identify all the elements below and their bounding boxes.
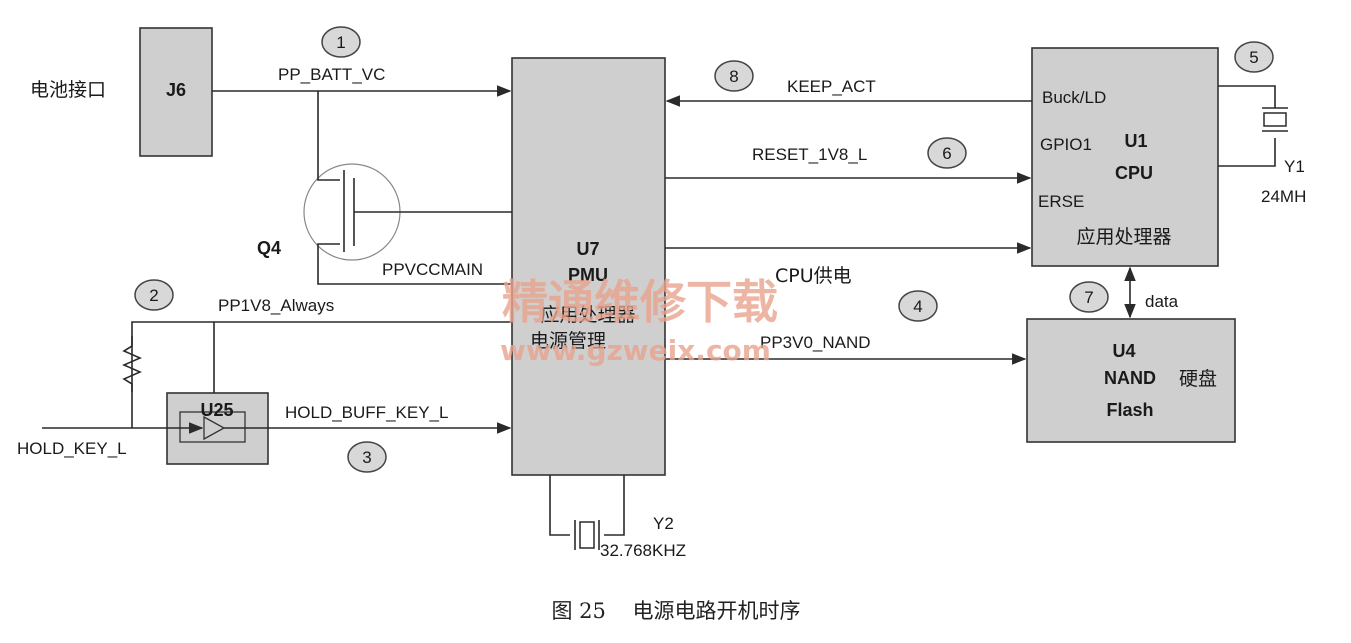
cpu-name: U1 bbox=[1124, 131, 1147, 151]
battery-port-label: 电池接口 bbox=[30, 79, 106, 101]
cpu-pin-gpio: GPIO1 bbox=[1040, 135, 1092, 154]
y2-wire-left bbox=[549, 475, 570, 536]
step-1-circle bbox=[321, 26, 361, 58]
data-label: data bbox=[1145, 292, 1179, 311]
pmu-subname: PMU bbox=[568, 265, 608, 285]
cpu-pin-buck: Buck/LD bbox=[1042, 88, 1106, 107]
step-7-circle bbox=[1069, 281, 1109, 313]
y1-crystal-body bbox=[1263, 112, 1287, 127]
y1-freq: 24MH bbox=[1261, 187, 1306, 206]
y1-wire-bottom bbox=[1218, 138, 1276, 167]
step-8-circle bbox=[714, 60, 754, 92]
step-6-circle bbox=[927, 137, 967, 169]
j6-block bbox=[139, 27, 213, 157]
cpu-subname: CPU bbox=[1115, 163, 1153, 183]
step-8-number: 8 bbox=[729, 67, 738, 86]
figure-caption: 图 25 电源电路开机时序 bbox=[551, 599, 800, 623]
hold-key-label: HOLD_KEY_L bbox=[17, 439, 127, 458]
pmu-block bbox=[511, 57, 666, 476]
pp3v0-label: PP3V0_NAND bbox=[760, 333, 871, 352]
pp-batt-label: PP_BATT_VC bbox=[278, 65, 385, 84]
reset-label: RESET_1V8_L bbox=[752, 145, 867, 164]
y2-wire-right bbox=[604, 475, 625, 536]
hold-buff-label: HOLD_BUFF_KEY_L bbox=[285, 403, 448, 422]
y2-label: Y2 bbox=[653, 514, 674, 533]
pmu-desc-2: 电源管理 bbox=[530, 330, 606, 352]
step-4-number: 4 bbox=[913, 297, 922, 316]
nand-subname-2: Flash bbox=[1106, 400, 1153, 420]
ppvccmain-label: PPVCCMAIN bbox=[382, 260, 483, 279]
pp1v8-label: PP1V8_Always bbox=[218, 296, 334, 315]
step-5-number: 5 bbox=[1249, 48, 1258, 67]
nand-subname: NAND bbox=[1104, 368, 1156, 388]
step-4-circle bbox=[898, 290, 938, 322]
cpu-block bbox=[1031, 47, 1219, 267]
y1-wire-top bbox=[1218, 85, 1276, 108]
nand-desc: 硬盘 bbox=[1179, 368, 1217, 390]
step-2-circle bbox=[134, 279, 174, 311]
y2-crystal-body bbox=[579, 521, 595, 549]
step-3-number: 3 bbox=[362, 448, 371, 467]
cpu-desc: 应用处理器 bbox=[1076, 226, 1171, 248]
cpu-power-label: CPU供电 bbox=[775, 265, 852, 287]
pull-up-resistor bbox=[122, 336, 142, 392]
watermark-text: 精通维修下载 bbox=[502, 275, 778, 329]
q4-source-wire bbox=[317, 91, 340, 181]
u25-label: U25 bbox=[200, 400, 233, 420]
y2-freq: 32.768KHZ bbox=[600, 541, 686, 560]
watermark-url: www.gzweix.com bbox=[500, 334, 771, 367]
cpu-pin-erse: ERSE bbox=[1038, 192, 1084, 211]
pp1v8-wire bbox=[131, 321, 512, 428]
ppvccmain-wire bbox=[317, 243, 512, 285]
step-5-circle bbox=[1234, 41, 1274, 73]
nand-name: U4 bbox=[1112, 341, 1135, 361]
j6-label: J6 bbox=[166, 80, 186, 100]
u25-inner-frame bbox=[179, 411, 246, 443]
buffer-icon bbox=[203, 415, 226, 441]
step-7-number: 7 bbox=[1084, 288, 1093, 307]
pmu-desc-1: 应用处理器 bbox=[540, 304, 635, 326]
step-3-circle bbox=[347, 441, 387, 473]
step-6-number: 6 bbox=[942, 144, 951, 163]
q4-label: Q4 bbox=[257, 238, 281, 258]
step-1-number: 1 bbox=[336, 33, 345, 52]
step-2-number: 2 bbox=[149, 286, 158, 305]
pmu-name: U7 bbox=[576, 239, 599, 259]
keep-act-label: KEEP_ACT bbox=[787, 77, 876, 96]
nand-block bbox=[1026, 318, 1236, 443]
y1-label: Y1 bbox=[1284, 157, 1305, 176]
